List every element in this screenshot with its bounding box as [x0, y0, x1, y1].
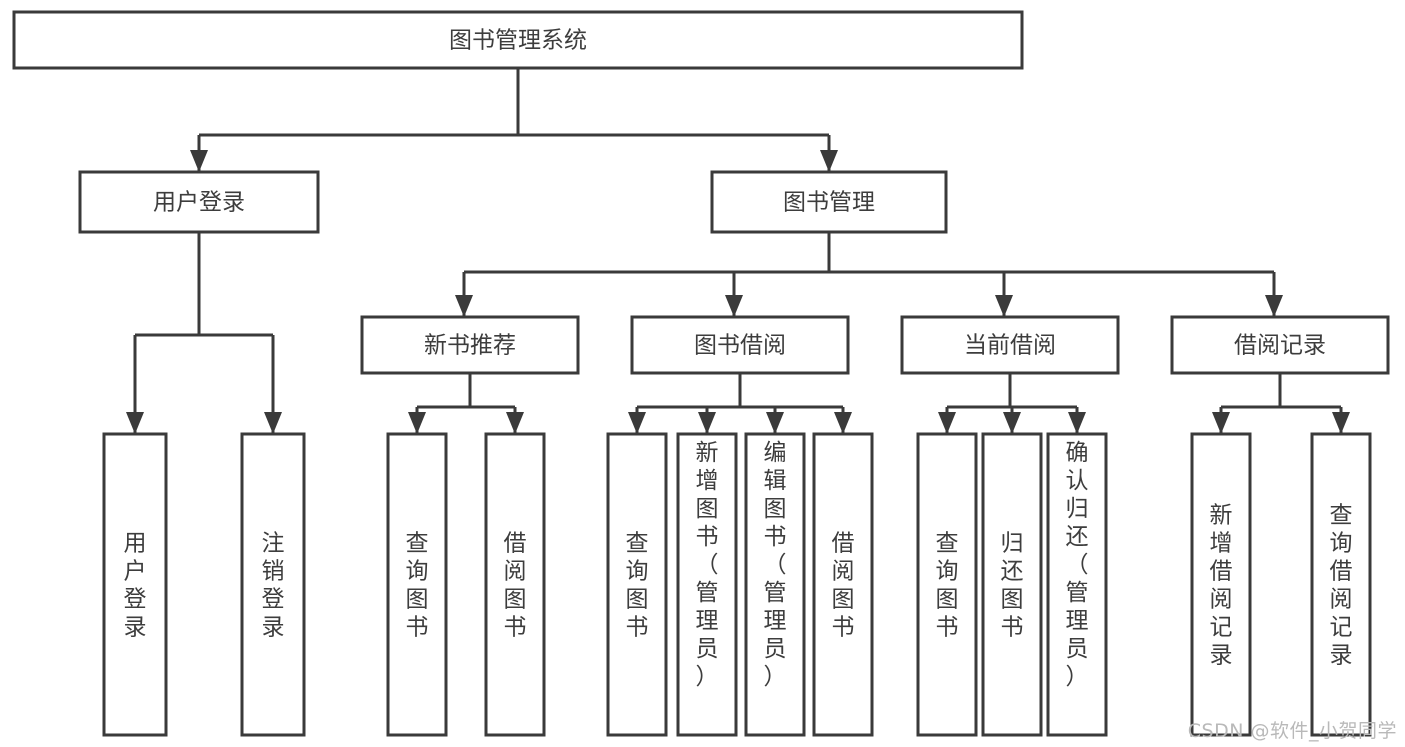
node-leaf-user-logout[interactable]: 注销登录	[240, 432, 306, 737]
node-new-book-recommend[interactable]: 新书推荐	[360, 315, 580, 375]
node-box-new-book-recommend[interactable]	[360, 315, 580, 375]
connector-arrow-icon	[834, 412, 852, 434]
node-box-root[interactable]	[12, 10, 1024, 70]
connector-arrow-icon	[1265, 295, 1283, 317]
connector-arrow-icon	[455, 295, 473, 317]
node-label-new-book-recommend: 新书推荐	[424, 333, 516, 359]
connector-arrow-icon	[698, 412, 716, 434]
node-box-book-manage[interactable]	[710, 170, 948, 234]
connector-current-borrow-to-leaves	[938, 373, 1086, 434]
connector-arrow-icon	[725, 295, 743, 317]
node-box-leaf-edit-book-admin[interactable]	[744, 432, 806, 737]
node-box-leaf-borrow-book[interactable]	[812, 432, 874, 737]
node-user-login[interactable]: 用户登录	[78, 170, 320, 234]
node-label-current-borrow: 当前借阅	[964, 333, 1056, 359]
connector-arrow-icon	[264, 412, 282, 434]
node-label-leaf-user-login: 用户登录	[124, 531, 147, 641]
connector-arrow-icon	[1332, 412, 1350, 434]
node-label-leaf-borrow-book: 借阅图书	[832, 531, 855, 641]
connector-new-book-recommend-to-leaves	[408, 373, 524, 434]
node-box-leaf-query-book-recommend[interactable]	[386, 432, 448, 737]
node-label-borrow-record: 借阅记录	[1234, 333, 1326, 359]
node-root[interactable]: 图书管理系统	[12, 10, 1024, 70]
connector-arrow-icon	[506, 412, 524, 434]
node-box-book-borrow[interactable]	[630, 315, 850, 375]
csdn-watermark: CSDN @软件_小贺同学	[1187, 720, 1397, 742]
connector-arrow-icon	[1003, 412, 1021, 434]
node-leaf-borrow-book-recommend[interactable]: 借阅图书	[484, 432, 546, 737]
node-label-book-manage: 图书管理	[783, 190, 875, 216]
connector-arrow-icon	[995, 295, 1013, 317]
node-box-user-login[interactable]	[78, 170, 320, 234]
node-book-borrow[interactable]: 图书借阅	[630, 315, 850, 375]
node-leaf-query-book-recommend[interactable]: 查询图书	[386, 432, 448, 737]
connector-borrow-record-to-leaves	[1212, 373, 1350, 434]
node-box-leaf-query-book-borrow[interactable]	[606, 432, 668, 737]
node-box-leaf-user-login[interactable]	[102, 432, 168, 737]
node-label-leaf-query-book-borrow: 查询图书	[626, 531, 649, 641]
node-box-leaf-add-borrow-record[interactable]	[1190, 432, 1252, 737]
node-box-leaf-borrow-book-recommend[interactable]	[484, 432, 546, 737]
node-box-current-borrow[interactable]	[900, 315, 1120, 375]
connector-layer	[126, 68, 1350, 434]
node-box-borrow-record[interactable]	[1170, 315, 1390, 375]
node-leaf-query-book-current[interactable]: 查询图书	[916, 432, 978, 737]
connector-arrow-icon	[938, 412, 956, 434]
node-box-leaf-confirm-return-admin[interactable]	[1046, 432, 1108, 737]
node-label-leaf-add-book-admin: 新增图书（管理员）	[696, 440, 719, 690]
node-label-leaf-borrow-book-recommend: 借阅图书	[504, 531, 527, 641]
connector-arrow-icon	[766, 412, 784, 434]
node-leaf-borrow-book[interactable]: 借阅图书	[812, 432, 874, 737]
node-leaf-add-borrow-record[interactable]: 新增借阅记录	[1190, 432, 1252, 737]
node-label-root: 图书管理系统	[449, 28, 587, 54]
node-label-leaf-return-book: 归还图书	[1001, 531, 1024, 641]
connector-arrow-icon	[126, 412, 144, 434]
node-box-leaf-query-borrow-record[interactable]	[1310, 432, 1372, 737]
node-box-leaf-query-book-current[interactable]	[916, 432, 978, 737]
node-layer: 图书管理系统用户登录图书管理新书推荐图书借阅当前借阅借阅记录用户登录注销登录查询…	[12, 10, 1390, 737]
node-leaf-user-login[interactable]: 用户登录	[102, 432, 168, 737]
node-box-leaf-add-book-admin[interactable]	[676, 432, 738, 737]
node-label-book-borrow: 图书借阅	[694, 333, 786, 359]
connector-arrow-icon	[408, 412, 426, 434]
node-label-leaf-add-borrow-record: 新增借阅记录	[1210, 503, 1233, 669]
node-leaf-edit-book-admin[interactable]: 编辑图书（管理员）	[744, 432, 806, 737]
node-label-leaf-query-book-current: 查询图书	[936, 531, 959, 641]
connector-arrow-icon	[1212, 412, 1230, 434]
node-leaf-return-book[interactable]: 归还图书	[981, 432, 1043, 737]
node-label-leaf-confirm-return-admin: 确认归还（管理员）	[1066, 440, 1089, 690]
node-leaf-query-book-borrow[interactable]: 查询图书	[606, 432, 668, 737]
node-borrow-record[interactable]: 借阅记录	[1170, 315, 1390, 375]
connector-root-to-level2	[190, 68, 838, 172]
node-leaf-query-borrow-record[interactable]: 查询借阅记录	[1310, 432, 1372, 737]
node-label-leaf-user-logout: 注销登录	[262, 531, 285, 641]
node-box-leaf-user-logout[interactable]	[240, 432, 306, 737]
node-label-leaf-query-borrow-record: 查询借阅记录	[1330, 503, 1353, 669]
node-current-borrow[interactable]: 当前借阅	[900, 315, 1120, 375]
node-box-leaf-return-book[interactable]	[981, 432, 1043, 737]
node-label-user-login: 用户登录	[153, 190, 245, 216]
connector-arrow-icon	[1068, 412, 1086, 434]
node-leaf-confirm-return-admin[interactable]: 确认归还（管理员）	[1046, 432, 1108, 737]
node-leaf-add-book-admin[interactable]: 新增图书（管理员）	[676, 432, 738, 737]
node-label-leaf-query-book-recommend: 查询图书	[406, 531, 429, 641]
connector-book-borrow-to-leaves	[628, 373, 852, 434]
connector-user-login-to-leaves	[126, 232, 282, 434]
connector-arrow-icon	[628, 412, 646, 434]
node-label-leaf-edit-book-admin: 编辑图书（管理员）	[764, 440, 787, 690]
connector-book-manage-to-level3	[455, 232, 1283, 317]
connector-arrow-icon	[820, 150, 838, 172]
node-book-manage[interactable]: 图书管理	[710, 170, 948, 234]
connector-arrow-icon	[190, 150, 208, 172]
